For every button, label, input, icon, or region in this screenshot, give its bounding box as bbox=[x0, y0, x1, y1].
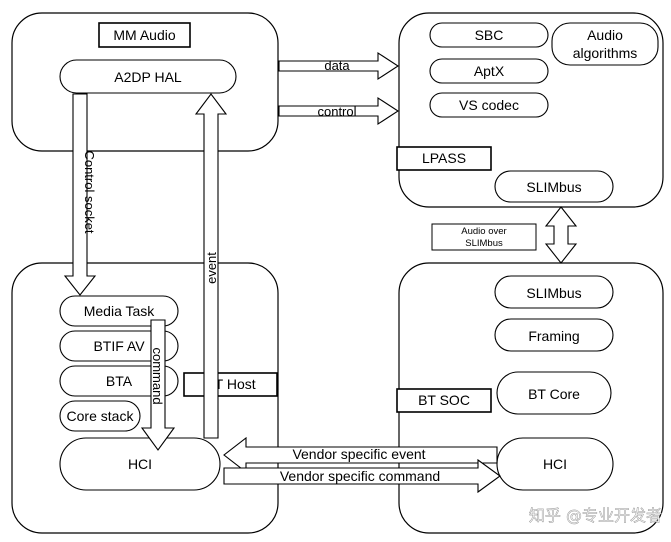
host-hci-label: HCI bbox=[128, 456, 152, 472]
audio-algorithms-line1: Audio bbox=[587, 27, 623, 43]
soc-hci-label: HCI bbox=[543, 456, 567, 472]
mm-audio-title-box bbox=[98, 22, 191, 48]
bta-label: BTA bbox=[106, 373, 133, 389]
bt-core-box bbox=[496, 371, 612, 415]
lpass-slimbus-box bbox=[494, 170, 614, 203]
watermark-text: 知乎 @专业开发者 bbox=[529, 506, 662, 525]
data-arrow-label: data bbox=[324, 58, 350, 73]
soc-slimbus-label: SLIMbus bbox=[526, 285, 581, 301]
control-socket-label: Control socket bbox=[82, 150, 97, 233]
audio-algorithms-line2: algorithms bbox=[573, 45, 638, 61]
soc-slimbus-box bbox=[494, 275, 614, 309]
host-hci-box bbox=[59, 437, 221, 491]
mm-audio-title: MM Audio bbox=[113, 27, 175, 43]
audio-over-slimbus-box bbox=[431, 223, 537, 251]
lpass-title-box bbox=[396, 146, 492, 171]
aptx-label: AptX bbox=[474, 63, 505, 79]
bt-core-label: BT Core bbox=[528, 386, 580, 402]
command-arrow bbox=[140, 319, 176, 451]
sbc-box bbox=[429, 22, 549, 48]
media-task-box bbox=[59, 295, 179, 327]
sbc-label: SBC bbox=[475, 27, 504, 43]
control-socket-arrow bbox=[63, 93, 97, 296]
soc-hci-box bbox=[496, 437, 614, 491]
btif-av-box bbox=[59, 330, 179, 362]
framing-box bbox=[494, 318, 614, 352]
aptx-box bbox=[429, 58, 549, 84]
event-arrow bbox=[194, 93, 228, 439]
btif-av-label: BTIF AV bbox=[93, 338, 145, 354]
vendor-event-arrow bbox=[223, 436, 498, 474]
audio-over-line1: Audio over bbox=[461, 226, 506, 237]
data-arrow bbox=[278, 51, 400, 81]
command-arrow-label: command bbox=[150, 347, 165, 404]
core-stack-box bbox=[59, 400, 141, 432]
vs-codec-box bbox=[429, 92, 549, 118]
framing-label: Framing bbox=[528, 328, 579, 344]
a2dp-hal-box bbox=[59, 59, 237, 94]
vendor-command-label: Vendor specific command bbox=[280, 468, 440, 484]
audio-over-line2: SLIMbus bbox=[465, 238, 503, 249]
vs-codec-label: VS codec bbox=[459, 97, 519, 113]
core-stack-label: Core stack bbox=[67, 408, 135, 424]
bt-soc-title: BT SOC bbox=[418, 392, 470, 408]
bt-soc-title-box bbox=[396, 388, 492, 413]
a2dp-hal-label: A2DP HAL bbox=[114, 69, 182, 85]
media-task-label: Media Task bbox=[84, 303, 156, 319]
control-arrow-label: control bbox=[317, 104, 356, 119]
event-arrow-label: event bbox=[204, 252, 219, 284]
control-arrow bbox=[278, 96, 400, 126]
audio-algorithms-box bbox=[551, 22, 659, 66]
slimbus-double-arrow bbox=[544, 206, 578, 264]
vendor-command-arrow bbox=[223, 458, 501, 494]
lpass-slimbus-label: SLIMbus bbox=[526, 179, 581, 195]
lpass-title: LPASS bbox=[422, 150, 466, 166]
bta-box bbox=[59, 365, 179, 397]
vendor-event-label: Vendor specific event bbox=[292, 446, 425, 462]
